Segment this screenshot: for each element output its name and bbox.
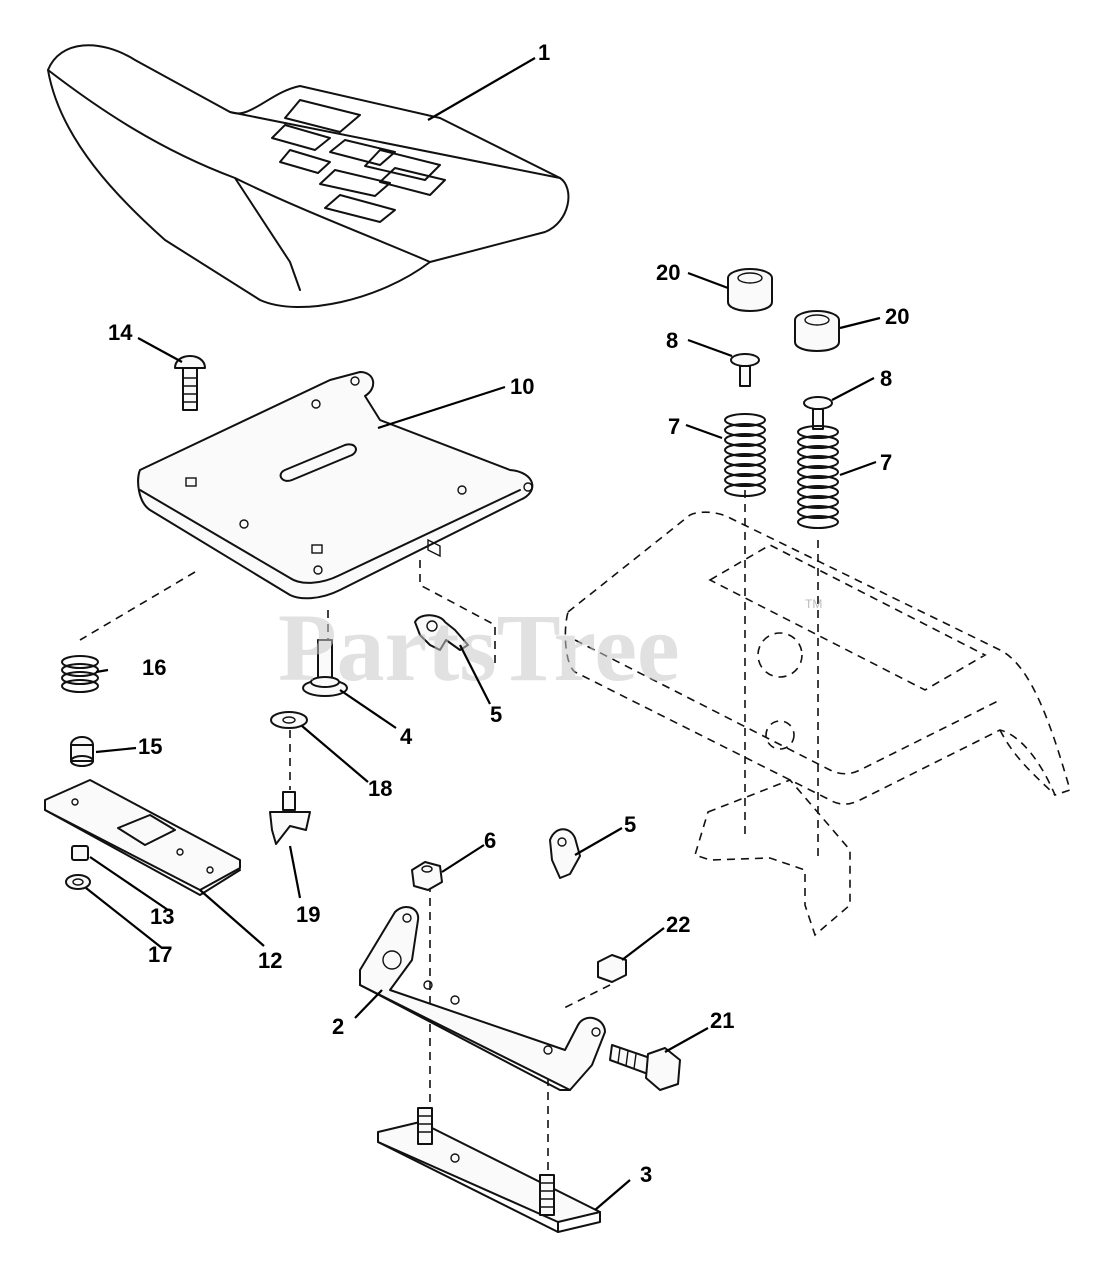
callout-22: 22	[666, 912, 690, 937]
callout-6: 6	[484, 828, 496, 853]
washer-part-17	[65, 874, 91, 890]
callout-14: 14	[108, 320, 133, 345]
callout-1: 1	[538, 40, 550, 65]
locknut-part-right	[803, 396, 833, 430]
carriage-bolt-part	[174, 355, 206, 411]
callout-8-left: 8	[666, 328, 678, 353]
hex-bolt-part	[609, 1044, 681, 1091]
knob-part	[269, 791, 311, 845]
callout-4: 4	[400, 724, 413, 749]
callout-7-left: 7	[668, 414, 680, 439]
callout-20-lower: 20	[885, 304, 909, 329]
spring-part-right	[797, 425, 839, 529]
spacer-part-upper	[727, 268, 773, 312]
watermark-text: PartsTree	[278, 594, 680, 701]
nut-part-6	[411, 861, 443, 891]
seat-pan-part	[137, 371, 534, 600]
bracket-part	[44, 779, 241, 896]
leader-lines	[85, 57, 881, 1211]
callout-19: 19	[296, 902, 320, 927]
callout-3: 3	[640, 1162, 652, 1187]
seat-bracket-part	[359, 905, 606, 1091]
assembly-guide-lines	[79, 490, 819, 1170]
callout-2: 2	[332, 1014, 344, 1039]
callout-16: 16	[142, 655, 166, 680]
shoulder-bolt-part	[302, 639, 348, 697]
callout-5-upper: 5	[490, 702, 502, 727]
bushing-part	[70, 736, 94, 767]
callout-8-right: 8	[880, 366, 892, 391]
mounting-plate-part	[377, 1107, 601, 1233]
callout-7-right: 7	[880, 450, 892, 475]
seat-part	[47, 44, 570, 308]
callout-labels: 1 14 10 16 4 5 15 18 19 13 17 12 6 5 22 …	[108, 40, 909, 1187]
watermark-trademark: TM	[805, 597, 822, 611]
locknut-part-left	[730, 353, 760, 387]
spacer-part-lower	[794, 310, 840, 352]
callout-21: 21	[710, 1008, 734, 1033]
nut-part-22	[597, 954, 627, 983]
small-spring-part	[61, 655, 99, 693]
callout-10: 10	[510, 374, 534, 399]
clip-part-upper	[414, 614, 469, 651]
callout-17: 17	[148, 942, 172, 967]
callout-18: 18	[368, 776, 392, 801]
callout-5-lower: 5	[624, 812, 636, 837]
callout-20-upper: 20	[656, 260, 680, 285]
callout-13: 13	[150, 904, 174, 929]
clip-part-lower	[549, 828, 581, 879]
spring-part-left	[724, 413, 766, 497]
nut-part-13	[71, 845, 89, 861]
reference-frame	[564, 511, 1071, 937]
callout-15: 15	[138, 734, 162, 759]
washer-part-18	[270, 711, 308, 729]
callout-12: 12	[258, 948, 282, 973]
